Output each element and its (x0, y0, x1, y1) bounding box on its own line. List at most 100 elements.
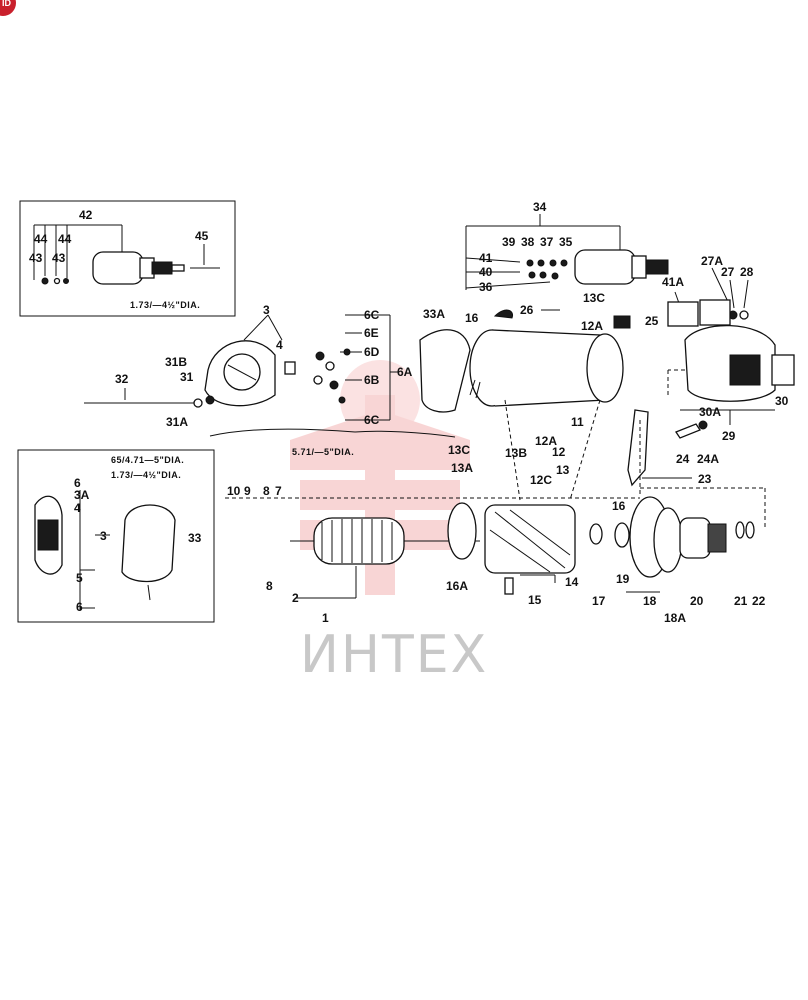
label-5: 5 (76, 571, 83, 585)
label-43: 43 (52, 251, 66, 265)
label-6c: 6C (364, 413, 380, 427)
label-1: 1 (322, 611, 329, 625)
terminal-block (613, 315, 631, 329)
label-3: 3 (100, 529, 107, 543)
label-18: 18 (643, 594, 657, 608)
inset-note-line1: 65/4.71—5"DIA. (111, 455, 184, 465)
label-6b: 6B (364, 373, 380, 387)
label-37: 37 (540, 235, 554, 249)
label-38: 38 (521, 235, 535, 249)
label-42: 42 (79, 208, 93, 222)
inset-box-bottom-left (17, 449, 215, 623)
solenoid-group-top-right (465, 214, 669, 290)
label-12c: 12C (530, 473, 552, 487)
label-13c: 13C (583, 291, 605, 305)
cover-band (419, 329, 471, 413)
label-13a: 13A (451, 461, 473, 475)
label-16: 16 (612, 499, 626, 513)
label-32: 32 (115, 372, 129, 386)
label-4: 4 (74, 501, 81, 515)
label-3a: 3A (74, 488, 90, 502)
label-28: 28 (740, 265, 754, 279)
corner-badge: ID (0, 0, 16, 16)
label-23: 23 (698, 472, 712, 486)
label-44: 44 (34, 232, 48, 246)
brush-spring (493, 309, 514, 319)
spring-18a (653, 507, 683, 573)
watermark-text: ИНТЕХ (300, 625, 488, 685)
label-29: 29 (722, 429, 736, 443)
label-31: 31 (180, 370, 194, 384)
label-6c: 6C (364, 308, 380, 322)
center-dia-note: 5.71/—5"DIA. (292, 447, 354, 457)
label-12: 12 (552, 445, 566, 459)
label-31b: 31B (165, 355, 187, 369)
label-6d: 6D (364, 345, 380, 359)
label-17: 17 (592, 594, 606, 608)
label-10: 10 (227, 484, 241, 498)
armature (290, 517, 480, 565)
label-11: 11 (571, 415, 584, 429)
label-31a: 31A (166, 415, 188, 429)
thrust-washer-16a (447, 502, 477, 560)
brush-holder-parts (209, 314, 456, 438)
label-35: 35 (559, 235, 573, 249)
label-25: 25 (645, 314, 659, 328)
label-19: 19 (616, 572, 630, 586)
shift-lever (627, 409, 708, 487)
label-41a: 41A (662, 275, 684, 289)
drive-housing (667, 267, 795, 402)
label-27: 27 (721, 265, 735, 279)
snap-ring-22 (745, 521, 755, 539)
label-13b: 13B (505, 446, 527, 460)
sleeve-19 (614, 522, 630, 548)
label-15: 15 (528, 593, 542, 607)
label-16a: 16A (446, 579, 468, 593)
label-3: 3 (263, 303, 270, 317)
label-36: 36 (479, 280, 493, 294)
inset-note-line2: 1.73/—4½"DIA. (111, 470, 181, 480)
label-40: 40 (479, 265, 493, 279)
label-6: 6 (74, 476, 81, 490)
label-16: 16 (465, 311, 479, 325)
label-4: 4 (276, 338, 283, 352)
label-13: 13 (556, 463, 570, 477)
label-12a: 12A (581, 319, 603, 333)
label-24a: 24A (697, 452, 719, 466)
label-8: 8 (266, 579, 273, 593)
label-9: 9 (244, 484, 251, 498)
inset-box-top-left (19, 200, 236, 317)
alignment-lines (225, 399, 766, 530)
label-12a: 12A (535, 434, 557, 448)
label-20: 20 (690, 594, 704, 608)
label-43: 43 (29, 251, 43, 265)
label-41: 41 (479, 251, 493, 265)
label-27a: 27A (701, 254, 723, 268)
label-39: 39 (502, 235, 516, 249)
label-2: 2 (292, 591, 299, 605)
label-33a: 33A (423, 307, 445, 321)
label-6a: 6A (397, 365, 413, 379)
commutator-end-frame (204, 314, 296, 407)
field-frame (469, 329, 624, 407)
label-7: 7 (275, 484, 282, 498)
label-44: 44 (58, 232, 72, 246)
label-6: 6 (76, 600, 83, 614)
label-18a: 18A (664, 611, 686, 625)
collar-21 (735, 521, 745, 539)
bushing-17 (589, 523, 603, 545)
label-33: 33 (188, 531, 202, 545)
label-45: 45 (195, 229, 209, 243)
inset-note-dia: 1.73/—4½"DIA. (130, 300, 200, 310)
label-34: 34 (533, 200, 547, 214)
drive-pinion (679, 517, 727, 559)
label-8: 8 (263, 484, 270, 498)
field-coils (484, 504, 576, 595)
label-30: 30 (775, 394, 789, 408)
label-30a: 30A (699, 405, 721, 419)
label-13c: 13C (448, 443, 470, 457)
label-26: 26 (520, 303, 534, 317)
label-21: 21 (734, 594, 748, 608)
label-24: 24 (676, 452, 690, 466)
